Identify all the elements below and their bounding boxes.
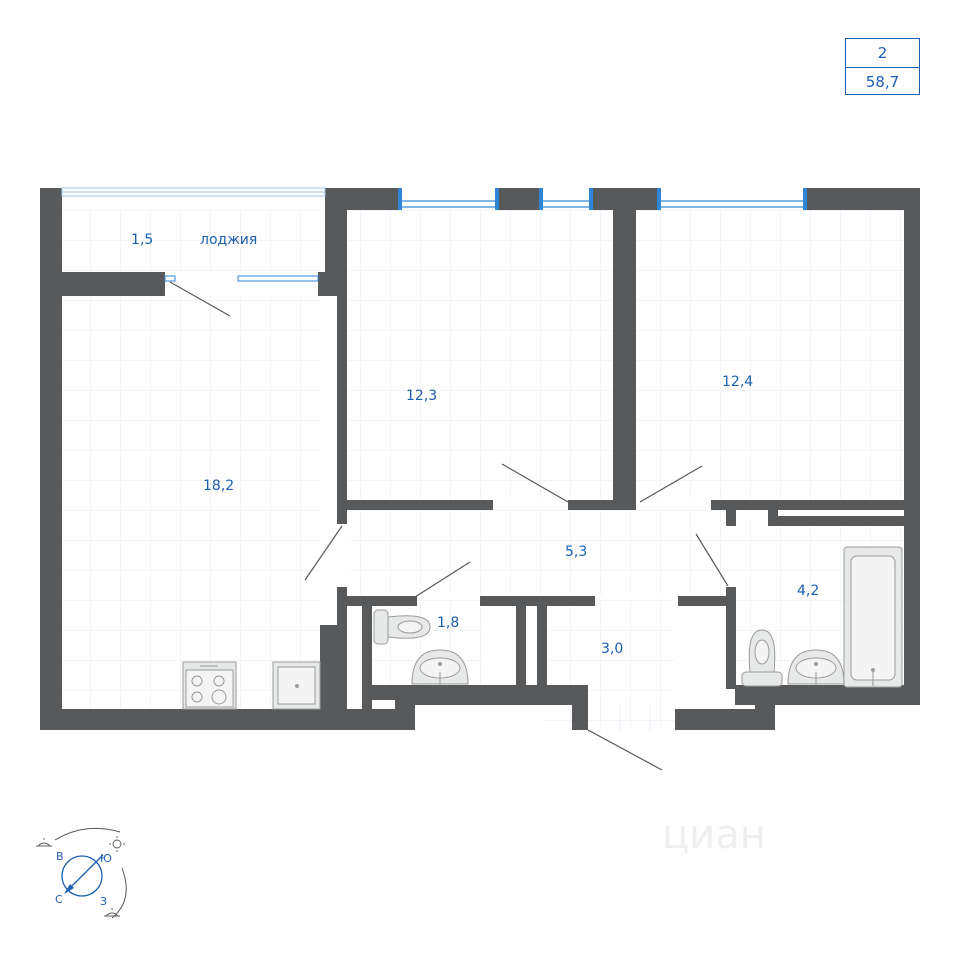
loggia-area-label: 1,5 xyxy=(131,232,153,248)
watermark-text: циан xyxy=(662,812,766,858)
apartment-info-box: 2 58,7 xyxy=(845,38,920,95)
sunset-icon xyxy=(104,908,120,917)
room-labels: 1,5 лоджия 18,2 12,3 12,4 5,3 3,0 1,8 4,… xyxy=(131,232,819,657)
sun-icon xyxy=(109,836,125,852)
corridor-area-label: 3,0 xyxy=(601,641,623,657)
room-count: 2 xyxy=(877,44,888,62)
kitchen-sink-icon xyxy=(272,661,321,710)
fixtures xyxy=(182,546,903,710)
entrance-floor xyxy=(619,705,651,730)
walls xyxy=(40,188,920,730)
compass-north: С xyxy=(55,893,63,906)
sunrise-icon xyxy=(36,838,52,847)
bedroom-2-area-label: 12,4 xyxy=(722,374,753,390)
compass: С В Ю З xyxy=(36,827,127,919)
compass-south: Ю xyxy=(100,852,112,865)
bathroom-area-label: 4,2 xyxy=(797,583,819,599)
wc-sink-icon xyxy=(411,649,469,685)
loggia-name-label: лоджия xyxy=(200,232,257,248)
bathtub-icon xyxy=(843,546,903,688)
floor-grid xyxy=(62,210,904,730)
compass-east: В xyxy=(56,850,64,863)
toilet-area-label: 1,8 xyxy=(437,615,459,631)
door-swings xyxy=(169,281,729,771)
hallway-area-label: 5,3 xyxy=(565,544,587,560)
total-area: 58,7 xyxy=(846,67,919,96)
stove-icon xyxy=(182,661,237,710)
bedroom-1-area-label: 12,3 xyxy=(406,388,437,404)
bathroom-sink-icon xyxy=(787,649,845,685)
bathroom-toilet-icon xyxy=(741,629,783,687)
toilet-icon xyxy=(373,609,431,645)
living-room-area-label: 18,2 xyxy=(203,478,234,494)
windows xyxy=(61,187,807,282)
compass-west: З xyxy=(100,895,107,908)
